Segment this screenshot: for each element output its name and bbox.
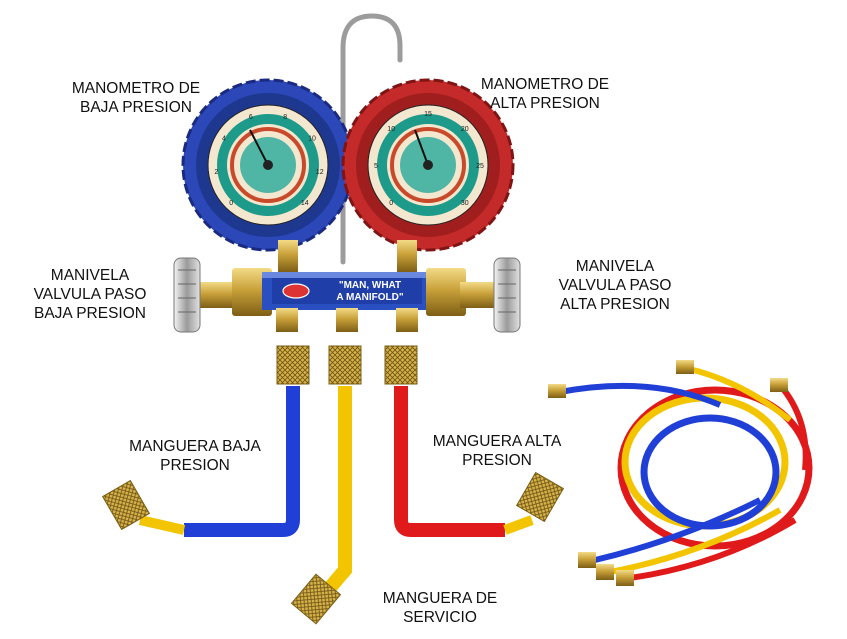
label-high-pressure-gauge: MANOMETRO DE ALTA PRESION	[475, 75, 615, 113]
coiled-hose-set	[548, 360, 809, 586]
label-low-gauge-line1: MANOMETRO DE	[66, 79, 206, 98]
low-gauge-tick-label: 12	[316, 169, 324, 176]
low-gauge-stem	[278, 240, 298, 272]
low-gauge-tick-label: 4	[222, 135, 226, 142]
low-gauge-tick-label: 6	[249, 114, 253, 121]
label-high-gauge-line2: ALTA PRESION	[475, 94, 615, 113]
label-low-pressure-gauge: MANOMETRO DE BAJA PRESION	[66, 79, 206, 117]
high-gauge-tick-label: 30	[461, 200, 469, 207]
label-low-hose-line2: PRESION	[120, 456, 270, 475]
service-hose	[292, 346, 361, 624]
service-port-fitting	[336, 308, 358, 332]
label-high-valve-line1: MANIVELA	[545, 257, 685, 276]
label-high-hose-line1: MANGUERA ALTA	[422, 432, 572, 451]
high-port-fitting	[396, 308, 418, 332]
label-high-gauge-line1: MANOMETRO DE	[475, 75, 615, 94]
low-gauge-tick-label: 10	[308, 135, 316, 142]
label-low-gauge-line2: BAJA PRESION	[66, 98, 206, 117]
label-high-valve-line3: ALTA PRESION	[545, 295, 685, 314]
low-port-fitting	[276, 308, 298, 332]
low-gauge-tick-label: 14	[301, 200, 309, 207]
label-high-valve-handle: MANIVELA VALVULA PASO ALTA PRESION	[545, 257, 685, 314]
high-gauge-tick-label: 5	[374, 163, 378, 170]
label-high-pressure-hose: MANGUERA ALTA PRESION	[422, 432, 572, 470]
label-low-valve-line2: VALVULA PASO	[20, 285, 160, 304]
label-high-valve-line2: VALVULA PASO	[545, 276, 685, 295]
label-low-hose-line1: MANGUERA BAJA	[120, 437, 270, 456]
label-service-hose: MANGUERA DE SERVICIO	[370, 589, 510, 627]
label-service-hose-line1: MANGUERA DE	[370, 589, 510, 608]
label-low-valve-line1: MANIVELA	[20, 266, 160, 285]
low-gauge-tick-label: 2	[214, 169, 218, 176]
label-low-valve-handle: MANIVELA VALVULA PASO BAJA PRESION	[20, 266, 160, 323]
label-low-valve-line3: BAJA PRESION	[20, 304, 160, 323]
label-high-hose-line2: PRESION	[422, 451, 572, 470]
high-valve-knob	[494, 258, 520, 332]
low-gauge-tick-label: 0	[229, 200, 233, 207]
low-valve-knob	[174, 258, 200, 332]
low-pressure-gauge: 0 2 4 6 8 10 12 14	[183, 80, 353, 250]
manifold-label-line1: "MAN, WHAT	[339, 280, 401, 291]
high-gauge-stem	[397, 240, 417, 272]
low-gauge-tick-label: 8	[283, 114, 287, 121]
label-low-pressure-hose: MANGUERA BAJA PRESION	[120, 437, 270, 475]
label-service-hose-line2: SERVICIO	[370, 608, 510, 627]
high-gauge-tick-label: 25	[476, 163, 484, 170]
high-gauge-tick-label: 15	[424, 111, 432, 118]
high-gauge-tick-label: 10	[387, 126, 395, 133]
manifold-label-line2: A MANIFOLD"	[336, 292, 403, 303]
high-gauge-tick-label: 20	[461, 126, 469, 133]
high-gauge-tick-label: 0	[389, 200, 393, 207]
